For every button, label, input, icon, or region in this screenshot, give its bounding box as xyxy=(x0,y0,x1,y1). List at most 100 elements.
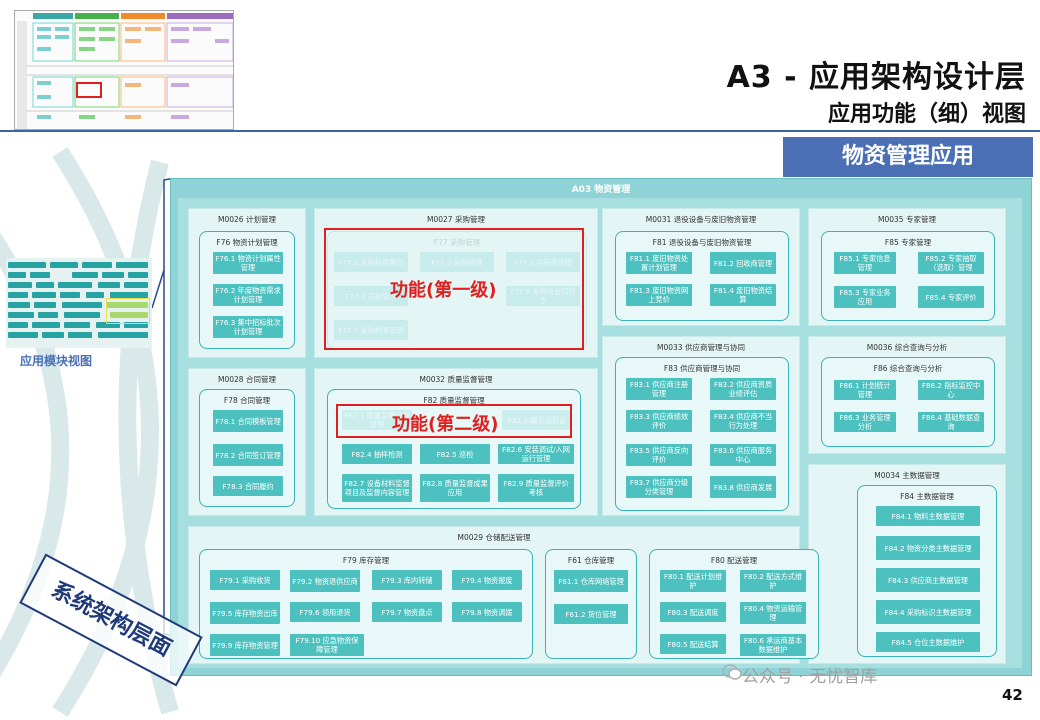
function-item[interactable]: F79.5 库存物资出库 xyxy=(210,602,280,624)
function-item[interactable]: F81.1 废旧物资处置计划管理 xyxy=(626,252,692,274)
function-group: F81 退役设备与废旧物资管理 F81.1 废旧物资处置计划管理 F81.2 回… xyxy=(615,231,789,321)
function-item[interactable]: F82.7 设备材料监督项目及监督内容管理 xyxy=(342,474,412,502)
function-title: F77 采购管理 xyxy=(433,238,481,247)
function-item[interactable]: F83.8 供应商发展 xyxy=(710,476,776,498)
function-group: F84 主数据管理 F84.1 物料主数据管理 F84.2 物资分类主数据管理 … xyxy=(857,485,997,657)
function-item[interactable]: F80.4 物资运输管理 xyxy=(740,602,806,624)
function-item[interactable]: F84.1 物料主数据管理 xyxy=(876,506,980,526)
function-item[interactable]: F77.7 采购档案管理 xyxy=(334,320,408,340)
function-item[interactable]: F77.2 采购管理 xyxy=(420,252,494,272)
function-item[interactable]: F79.4 物资报废 xyxy=(452,570,522,590)
function-item[interactable]: F83.1 供应商注册管理 xyxy=(626,378,692,400)
page-number: 42 xyxy=(1002,686,1023,704)
level2-highlight-box xyxy=(336,404,572,438)
function-group: F79 库存管理 F79.1 采购收货 F79.2 物资退供应商 F79.3 库… xyxy=(199,549,533,659)
function-item[interactable]: F79.3 库内转储 xyxy=(372,570,442,590)
module-title: M0028 合同管理 xyxy=(218,375,276,384)
function-item[interactable]: F85.1 专家信息管理 xyxy=(834,252,896,274)
header-divider xyxy=(0,130,1040,132)
function-item[interactable]: F79.2 物资退供应商 xyxy=(290,570,360,592)
module-title: M0031 退役设备与废旧物资管理 xyxy=(645,215,757,224)
function-item[interactable]: F82.8 质量监督成果应用 xyxy=(420,474,490,502)
function-item[interactable]: F77.3 供应商选择 xyxy=(506,252,580,272)
function-title: F78 合同管理 xyxy=(223,396,271,405)
function-item[interactable]: F82.4 抽样检测 xyxy=(342,444,412,464)
module-supplier: M0033 供应商管理与协同 F83 供应商管理与协同 F83.1 供应商注册管… xyxy=(602,336,800,516)
function-group: F86 综合查询与分析 F86.1 计划统计管理 F86.2 指标监控中心 F8… xyxy=(821,357,995,447)
function-item[interactable]: F85.2 专家抽取（选取）管理 xyxy=(918,252,984,274)
function-group: F61 仓库管理 F61.1 仓库网络管理 F61.2 货位管理 xyxy=(545,549,637,659)
function-item[interactable]: F82.5 巡检 xyxy=(420,444,490,464)
function-item[interactable]: F79.9 库存物资管理 xyxy=(210,634,280,656)
function-item[interactable]: F76.1 物资计划属性管理 xyxy=(213,252,283,274)
view-title: 应用功能（细）视图 xyxy=(827,102,1026,127)
function-item[interactable]: F78.3 合同履约 xyxy=(213,476,283,496)
function-title: F86 综合查询与分析 xyxy=(873,364,943,373)
module-view-label: 应用模块视图 xyxy=(20,354,93,368)
function-item[interactable]: F83.2 供应商资质业绩评估 xyxy=(710,378,776,400)
module-expert: M0035 专家管理 F85 专家管理 F85.1 专家信息管理 F85.2 专… xyxy=(808,208,1006,326)
function-item[interactable]: F84.4 采购标识主数据管理 xyxy=(876,600,980,624)
function-item[interactable]: F80.2 配送方式维护 xyxy=(740,570,806,592)
function-item[interactable]: F61.1 仓库网络管理 xyxy=(554,570,628,592)
function-item[interactable]: F77.4 开标管理 xyxy=(334,286,408,306)
function-item[interactable]: F85.3 专家业务应用 xyxy=(834,286,896,308)
function-title: F81 退役设备与废旧物资管理 xyxy=(652,238,752,247)
function-item[interactable]: F85.4 专家评价 xyxy=(918,286,984,308)
function-item[interactable]: F83.5 供应商反向评价 xyxy=(626,444,692,466)
function-item[interactable]: F82.1 质量监督计划管理 xyxy=(342,410,412,430)
function-item[interactable]: F86.2 指标监控中心 xyxy=(918,380,984,400)
function-item[interactable]: F79.1 采购收货 xyxy=(210,570,280,590)
function-item[interactable]: F86.3 业务管理分析 xyxy=(834,412,896,432)
function-item[interactable]: F86.1 计划统计管理 xyxy=(834,380,896,400)
page-title: A3 - 应用架构设计层 xyxy=(726,60,1026,95)
module-title: M0026 计划管理 xyxy=(218,215,276,224)
function-item[interactable]: F79.8 物资调拨 xyxy=(452,602,522,622)
module-plan: M0026 计划管理 F76 物资计划管理 F76.1 物资计划属性管理 F76… xyxy=(188,208,306,358)
wechat-icon xyxy=(722,664,742,680)
function-item[interactable]: F83.6 供应商服务中心 xyxy=(710,444,776,466)
level2-label: 功能(第二级) xyxy=(392,414,499,435)
function-item[interactable]: F84.3 供应商主数据管理 xyxy=(876,568,980,592)
application-title: A03 物资管理 xyxy=(571,185,631,195)
function-item[interactable]: F80.3 配送调度 xyxy=(660,602,726,622)
function-title: F83 供应商管理与协同 xyxy=(663,364,741,373)
function-item[interactable]: F61.2 货位管理 xyxy=(554,604,628,624)
function-item[interactable]: F82.3 履节点见证 xyxy=(502,410,572,430)
module-contract: M0028 合同管理 F78 合同管理 F78.1 合同模板管理 F78.2 合… xyxy=(188,368,306,516)
function-item[interactable]: F82.9 质量监督评价考核 xyxy=(498,474,574,502)
module-title: M0035 专家管理 xyxy=(878,215,936,224)
function-group: F76 物资计划管理 F76.1 物资计划属性管理 F76.2 年度物资需求计划… xyxy=(199,231,295,349)
function-item[interactable]: F81.4 废旧物资结算 xyxy=(710,284,776,306)
function-item[interactable]: F79.6 领用退货 xyxy=(290,602,360,622)
watermark-text: 公众号 · 无忧智库 xyxy=(742,667,878,687)
function-group: F85 专家管理 F85.1 专家信息管理 F85.2 专家抽取（选取）管理 F… xyxy=(821,231,995,321)
function-item[interactable]: F80.6 承运商基本数据维护 xyxy=(740,634,806,656)
function-item[interactable]: F80.5 配送结算 xyxy=(660,634,726,654)
function-item[interactable]: F86.4 基础数据查询 xyxy=(918,412,984,432)
function-item[interactable]: F77.6 采购与合同授予 xyxy=(506,286,580,306)
section-label: 物资管理应用 xyxy=(783,137,1033,177)
function-item[interactable]: F82.6 安装调试/入网运行管理 xyxy=(498,444,574,464)
function-item[interactable]: F80.1 配送计划维护 xyxy=(660,570,726,592)
function-title: F76 物资计划管理 xyxy=(216,238,278,247)
function-item[interactable]: F79.10 应急物资保障管理 xyxy=(290,634,364,656)
function-item[interactable]: F78.1 合同模板管理 xyxy=(213,410,283,432)
function-group: F80 配送管理 F80.1 配送计划维护 F80.2 配送方式维护 F80.3… xyxy=(649,549,819,659)
module-quality: M0032 质量监督管理 F82 质量监督管理 F82.1 质量监督计划管理 F… xyxy=(314,368,598,516)
function-item[interactable]: F83.7 供应商分级分类管理 xyxy=(626,476,692,498)
module-retired-equipment: M0031 退役设备与废旧物资管理 F81 退役设备与废旧物资管理 F81.1 … xyxy=(602,208,800,326)
function-item[interactable]: F76.3 集中招标批次计划管理 xyxy=(213,316,283,338)
function-item[interactable]: F84.5 仓位主数据维护 xyxy=(876,632,980,652)
function-item[interactable]: F77.1 采购标段集合 xyxy=(334,252,408,272)
level1-label: 功能(第一级) xyxy=(390,280,497,301)
function-item[interactable]: F81.3 废旧物资网上竞价 xyxy=(626,284,692,306)
function-item[interactable]: F78.2 合同签订管理 xyxy=(213,444,283,466)
function-item[interactable]: F79.7 物资盘点 xyxy=(372,602,442,622)
function-item[interactable]: F76.2 年度物资需求计划管理 xyxy=(213,284,283,306)
function-item[interactable]: F83.3 供应商绩效评价 xyxy=(626,410,692,432)
function-item[interactable]: F81.2 回收商管理 xyxy=(710,252,776,274)
function-title: F85 专家管理 xyxy=(884,238,932,247)
function-item[interactable]: F84.2 物资分类主数据管理 xyxy=(876,536,980,560)
function-item[interactable]: F83.4 供应商不当行为处理 xyxy=(710,410,776,432)
